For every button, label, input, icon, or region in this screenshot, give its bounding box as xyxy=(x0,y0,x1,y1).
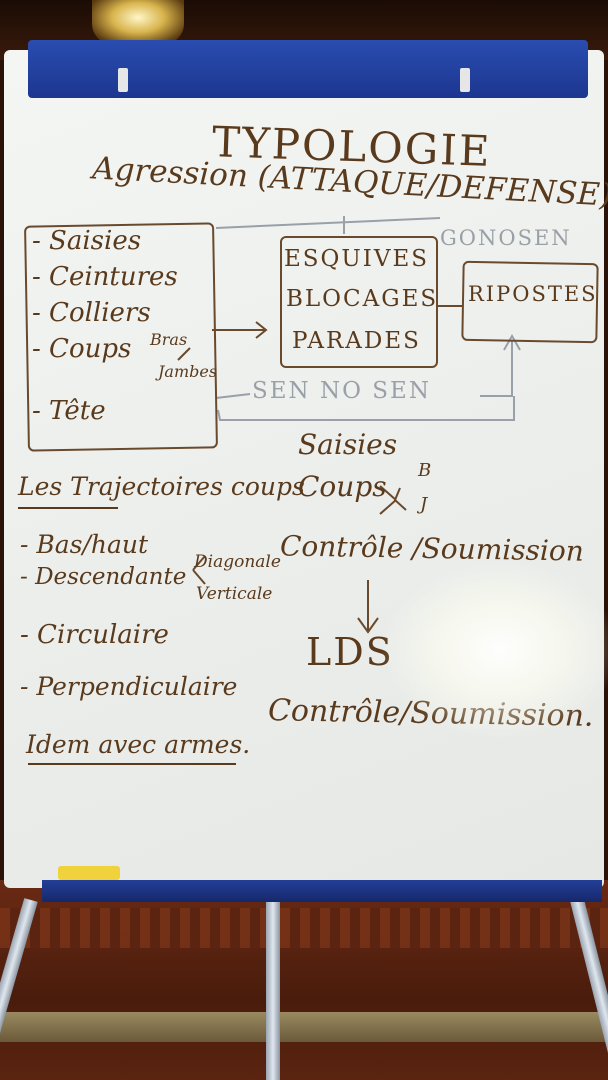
eraser xyxy=(58,866,120,880)
trajectoire-circulaire: - Circulaire xyxy=(20,620,169,650)
trajectoire-bas-haut: - Bas/haut xyxy=(20,530,149,559)
lds-label: LDS xyxy=(306,630,394,674)
wood-trim xyxy=(0,908,608,948)
trajectoires-heading: Les Trajectoires coups xyxy=(18,472,305,501)
light-glare xyxy=(380,560,608,740)
right-coups-branch-b: B xyxy=(418,460,432,481)
board-bottom-tray xyxy=(42,880,602,902)
trajectoires-footer: Idem avec armes. xyxy=(26,730,251,759)
center-item-blocages: BLOCAGES xyxy=(286,286,439,312)
easel-leg-center xyxy=(266,902,280,1080)
right-coups-branch-j: J xyxy=(420,494,428,515)
board-clip-right xyxy=(460,68,470,92)
left-item-colliers: - Colliers xyxy=(32,298,151,328)
center-item-esquives: ESQUIVES xyxy=(284,246,430,272)
board-clip-left xyxy=(118,68,128,92)
left-item-ceintures: - Ceintures xyxy=(32,262,178,292)
trajectoire-descendante: - Descendante xyxy=(20,564,187,590)
trajectoire-perpendiculaire: - Perpendiculaire xyxy=(20,672,238,701)
ripostes-label: RIPOSTES xyxy=(468,282,598,306)
right-saisies: Saisies xyxy=(298,428,398,461)
ceiling-lamp xyxy=(92,0,184,44)
left-item-tete: - Tête xyxy=(32,396,106,426)
descendante-branch-diagonale: Diagonale xyxy=(194,552,281,572)
go-no-sen-label: GONOSEN xyxy=(440,226,572,250)
center-item-parades: PARADES xyxy=(292,328,421,354)
center-box xyxy=(280,236,438,368)
descendante-branch-verticale: Verticale xyxy=(196,584,273,604)
whiteboard xyxy=(4,50,604,888)
left-item-saisies: - Saisies xyxy=(32,226,142,256)
left-item-coups: - Coups xyxy=(32,334,132,364)
right-coups: Coups xyxy=(298,470,387,503)
coups-branch-bras: Bras xyxy=(150,330,188,349)
sen-no-sen-label: SEN NO SEN xyxy=(252,378,431,404)
coups-branch-jambes: Jambes xyxy=(158,362,218,381)
floor-step xyxy=(0,1012,608,1042)
